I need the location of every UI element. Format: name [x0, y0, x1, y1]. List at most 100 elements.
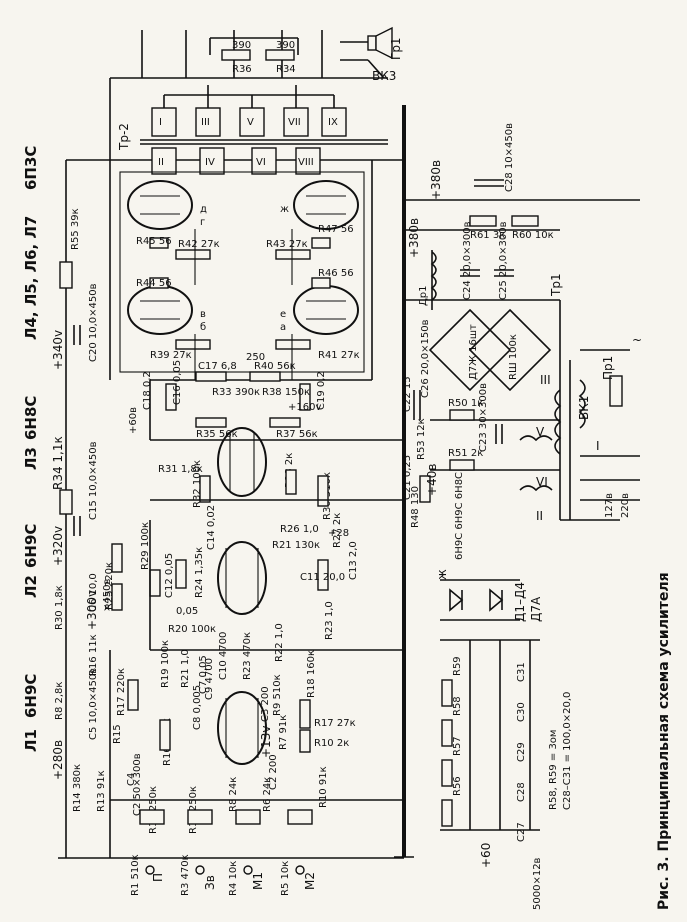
- r61-label: R61 3к: [470, 230, 505, 241]
- tube-output-type: 6П3С: [22, 146, 40, 190]
- c28b-label: C28: [516, 782, 527, 802]
- c18-body: [165, 383, 177, 411]
- r24-body: [175, 559, 187, 589]
- r56-label: R56: [452, 776, 463, 796]
- c30-label: C30: [516, 702, 527, 722]
- c12-body: [149, 569, 161, 597]
- c29-label: C29: [516, 742, 527, 762]
- tube-l6: [127, 285, 193, 335]
- r29-body: [111, 543, 123, 573]
- r13-label: R13 91к: [96, 770, 107, 812]
- pin-e: е: [280, 309, 286, 320]
- dr1-label: Др1: [418, 285, 429, 306]
- r18-label: R18 160к: [306, 650, 317, 698]
- r37b-label: R37 56к: [276, 429, 318, 440]
- tube-l1: [217, 691, 267, 765]
- r16-label: R16 11к: [88, 634, 99, 676]
- r58-label: R58: [452, 696, 463, 716]
- r44-label: R44 56: [136, 278, 172, 289]
- r21b-label: R21 1,0: [180, 649, 191, 688]
- pin-d: д: [200, 204, 207, 215]
- winding-v: V: [536, 425, 545, 439]
- r53-label: R53 12к: [416, 418, 427, 460]
- winding-iii: III: [540, 373, 551, 387]
- c20-label: C20 10,0×450в: [88, 283, 99, 362]
- c10-label: C10 4700: [218, 632, 229, 680]
- pr1-label: Пр1: [601, 356, 615, 380]
- c6-label: C6 10,0: [88, 573, 99, 612]
- pin-a: а: [280, 322, 286, 333]
- r26-label: R26 1,0: [280, 524, 319, 535]
- pot-m1-body: [235, 809, 261, 825]
- r17b-label: R17 27к: [314, 718, 356, 729]
- r28-body: [285, 469, 297, 495]
- c9-label: C9 4700: [204, 658, 215, 700]
- r3-label: R3 470к: [180, 854, 191, 896]
- pri-iv: IV: [205, 157, 215, 168]
- c25-label: C25 20,0×300в: [498, 221, 509, 300]
- r35-body: [195, 417, 227, 428]
- tap-labels: 6Н9С 6Н9С 6Н8С: [454, 472, 465, 560]
- note-c28-c31: C28–C31 = 100,0×20,0: [562, 692, 573, 810]
- c26-label: C26 20,0×150в: [420, 319, 431, 398]
- r57-label: R57: [452, 736, 463, 756]
- c11b-label: C11 20,0: [300, 572, 345, 583]
- w127-label: 127в: [604, 493, 615, 518]
- tube-l1-type: 6Н9С: [22, 674, 40, 718]
- pin-g: г: [200, 217, 205, 228]
- pot-p-label: П: [151, 873, 165, 882]
- figure-caption: Рис. 3. Принципиальная схема усилителя: [656, 572, 672, 910]
- tube-l3-type: 6Н8С: [22, 396, 40, 440]
- tr1-winding-iii: [554, 389, 562, 455]
- pot-m1-label: М1: [251, 872, 265, 890]
- r38-label: R38 150к: [262, 387, 310, 398]
- r48-body: [419, 475, 431, 503]
- pot-m2-body: [287, 809, 313, 825]
- v60b-label: +60в: [128, 407, 139, 434]
- winding-i: I: [596, 439, 600, 453]
- c7-label: C7 0,05: [198, 655, 209, 694]
- speaker: [367, 26, 393, 60]
- r27-label: R27 2к: [332, 513, 343, 548]
- r9-label: R9 510к: [272, 674, 283, 716]
- input-m1-jack[interactable]: [243, 865, 253, 875]
- r16b-body: [159, 719, 171, 751]
- input-section: [139, 809, 313, 875]
- pin-zh: ж: [280, 204, 289, 215]
- input-zv-jack[interactable]: [195, 865, 205, 875]
- r7-label: R7 91к: [278, 715, 289, 750]
- r57-body: [441, 759, 453, 787]
- input-p-jack[interactable]: [145, 865, 155, 875]
- r17-body: [127, 679, 139, 711]
- r14-label: R14 380к: [72, 764, 83, 812]
- c18-label: C18 0,2: [142, 371, 153, 410]
- v40-label: +40в: [425, 464, 439, 496]
- c24-label: C24 20,0×300в: [462, 221, 473, 300]
- sec-vii: VII: [288, 117, 301, 128]
- tube-l4: [127, 180, 193, 230]
- r58-body: [441, 719, 453, 747]
- v280-label: +280в: [51, 740, 65, 780]
- tube-l5: [293, 180, 359, 230]
- c16-label: C16 0,05: [172, 360, 183, 405]
- mains-label: ~: [632, 333, 642, 347]
- input-m2-jack[interactable]: [295, 865, 305, 875]
- c3-label: C3 200: [260, 686, 271, 722]
- r46-label: R46 56: [318, 268, 354, 279]
- speaker-label: Гр1: [389, 37, 403, 60]
- r61-body: [469, 215, 497, 227]
- pri-ii: II: [158, 157, 164, 168]
- tube-l2: [217, 541, 267, 615]
- v300-label: +300v: [85, 590, 99, 630]
- r36-label: R36: [232, 64, 252, 75]
- filament-rectifier: [440, 579, 540, 831]
- r31-label: R31 1,8к: [158, 464, 203, 475]
- r8-label: R8 24к: [228, 777, 239, 812]
- r33-label: R33 390к: [212, 387, 260, 398]
- output-tubes: [109, 160, 373, 380]
- r22-label: R22 1,0: [274, 623, 285, 662]
- c19-label: C19 0,2: [316, 371, 327, 410]
- v005-label: 0,05: [176, 606, 198, 617]
- r40-label: R40 56к: [254, 361, 296, 372]
- r51-body: [449, 459, 475, 471]
